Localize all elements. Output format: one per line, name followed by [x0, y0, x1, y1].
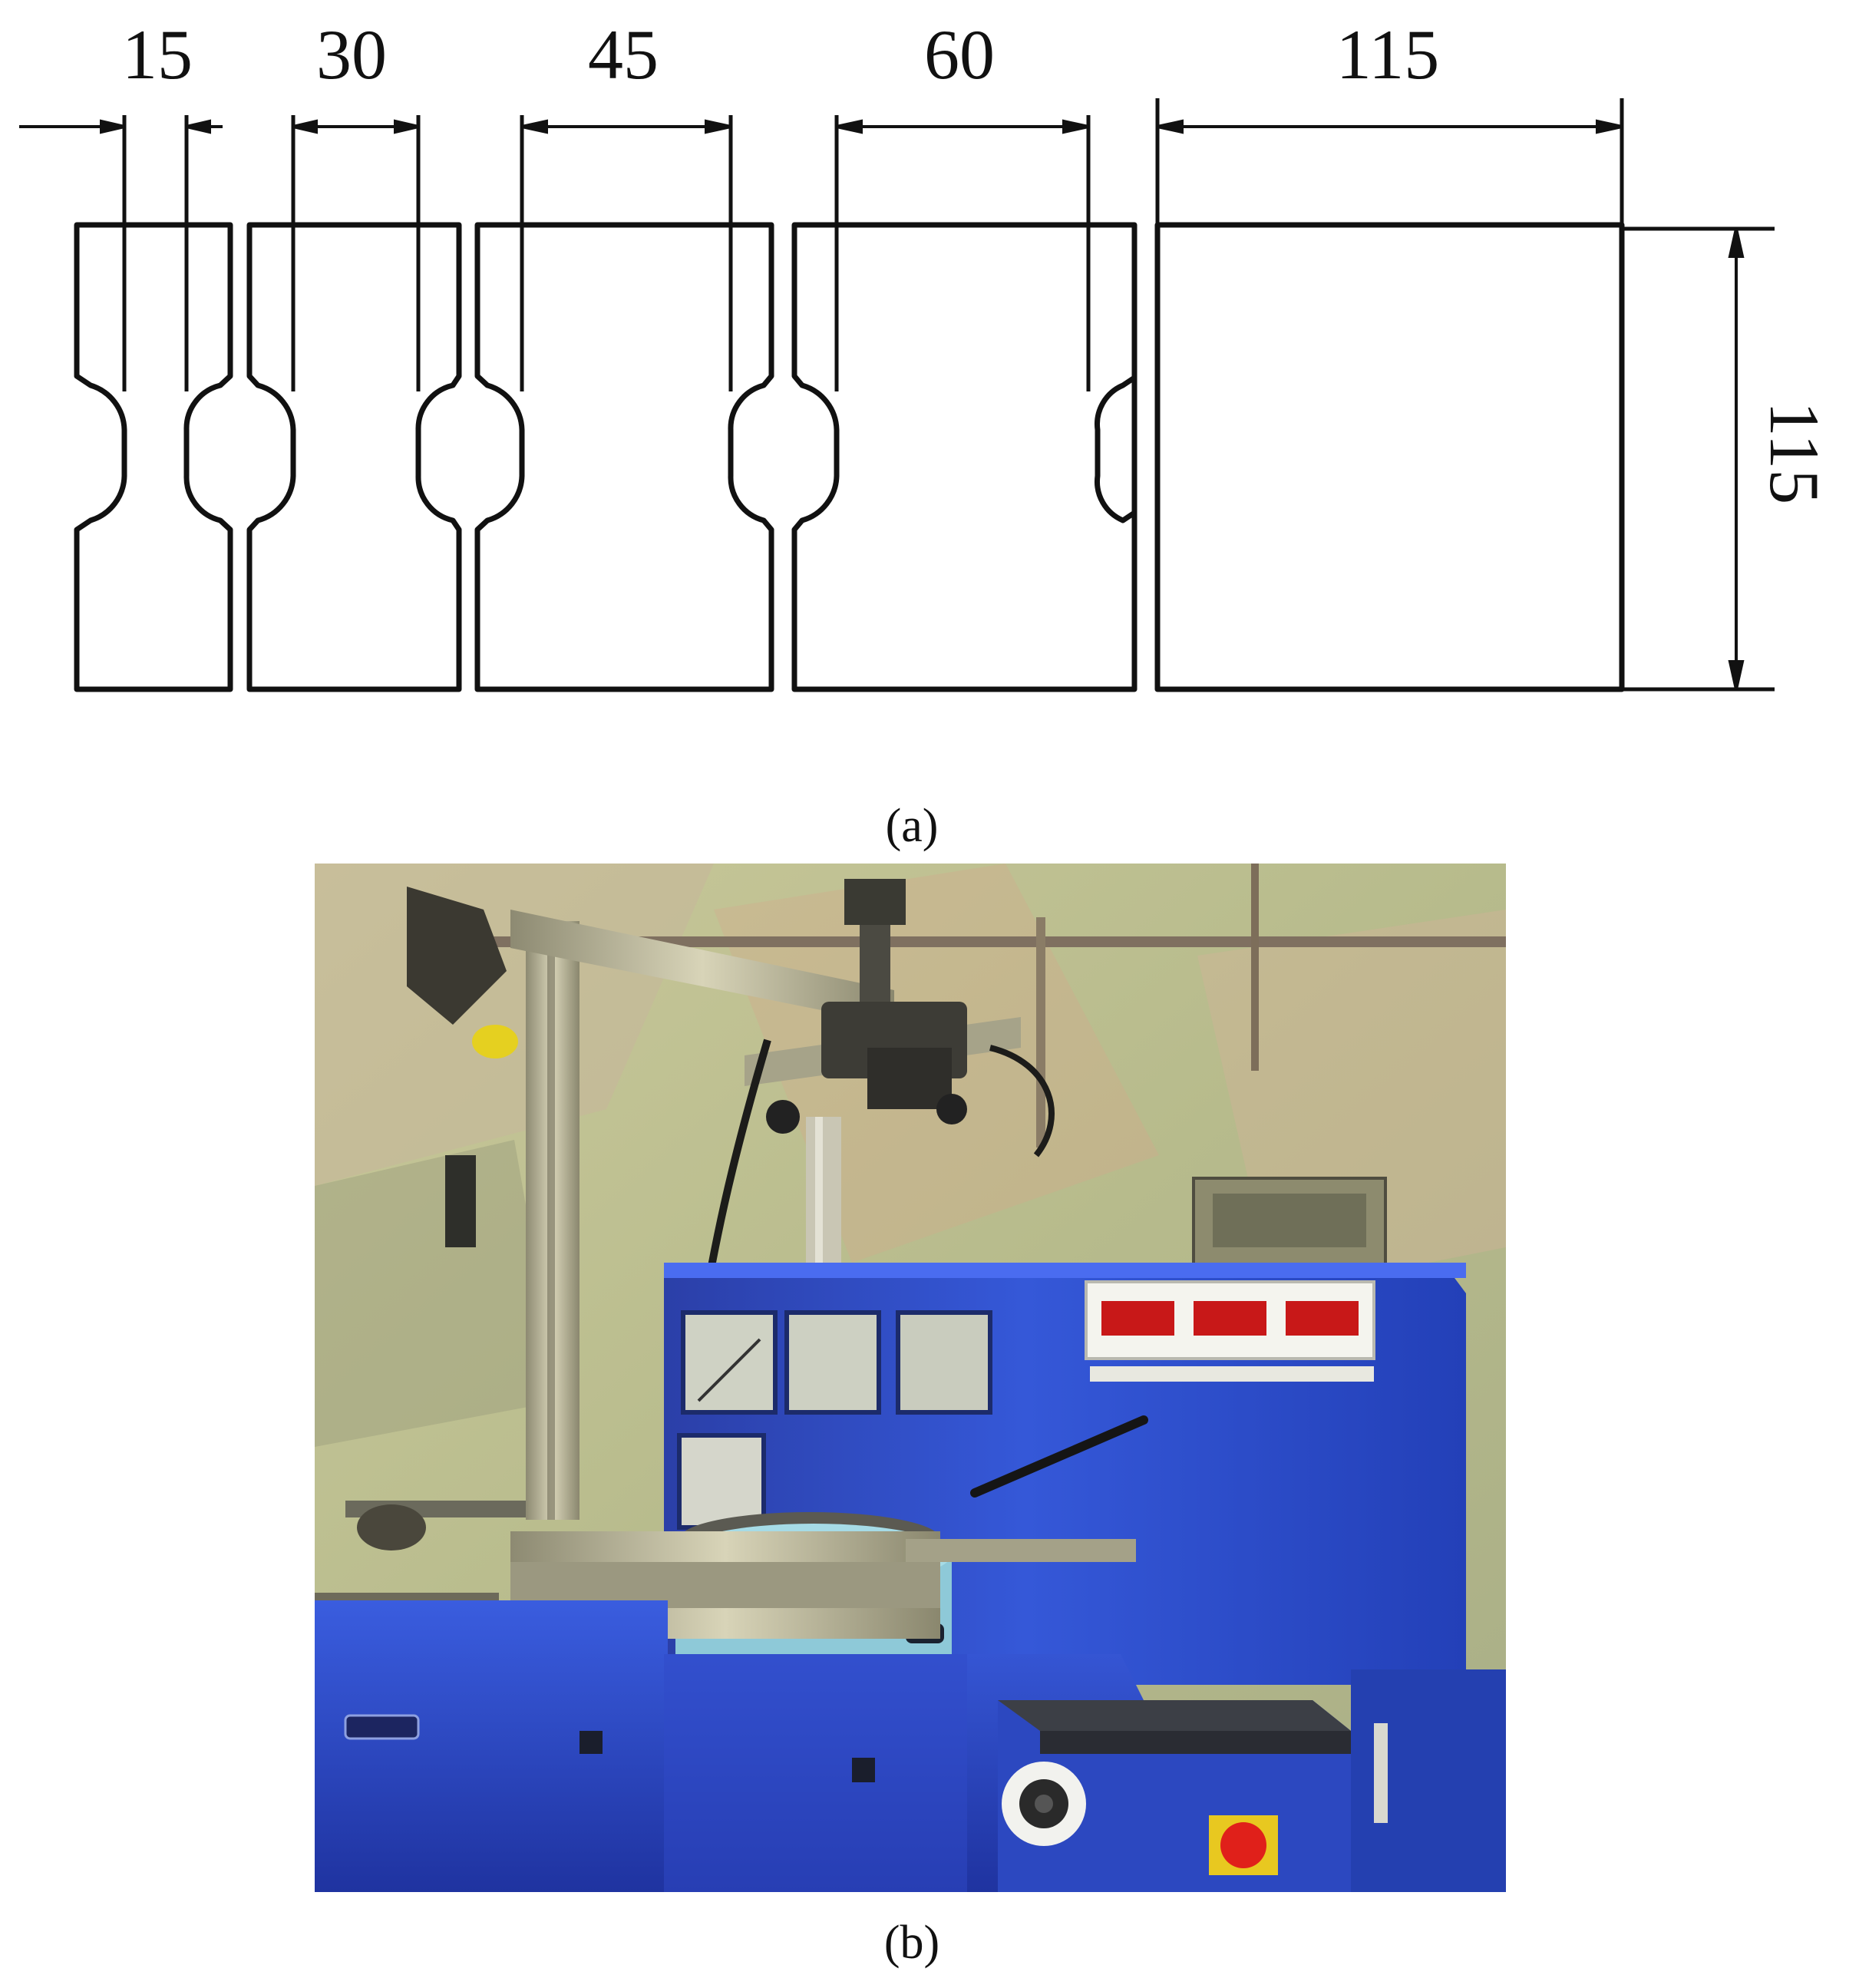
specimen-notch-30: [246, 222, 462, 692]
specimen-notch-45: [474, 222, 774, 692]
dimension-label-115: 115: [1336, 15, 1440, 94]
dimension-label-15: 15: [122, 15, 193, 94]
specimen-drawing-svg: [19, 98, 1775, 692]
dimension-label-height-115: 115: [1755, 401, 1834, 505]
caption-b: (b): [883, 1917, 940, 1969]
dimension-label-60: 60: [924, 15, 995, 94]
specimen-drawing: 15 30 45 60 115 115 (a): [0, 0, 1859, 850]
specimen-notch-15: [74, 222, 233, 692]
machine-photo-illustration: [315, 864, 1506, 1892]
friction-welding-machine-photo: [315, 864, 1506, 1892]
specimen-notch-60: [791, 222, 1138, 692]
dimension-label-45: 45: [588, 15, 659, 94]
dimension-label-30: 30: [316, 15, 387, 94]
caption-a: (a): [885, 800, 939, 852]
specimen-square-115: [1154, 222, 1625, 692]
